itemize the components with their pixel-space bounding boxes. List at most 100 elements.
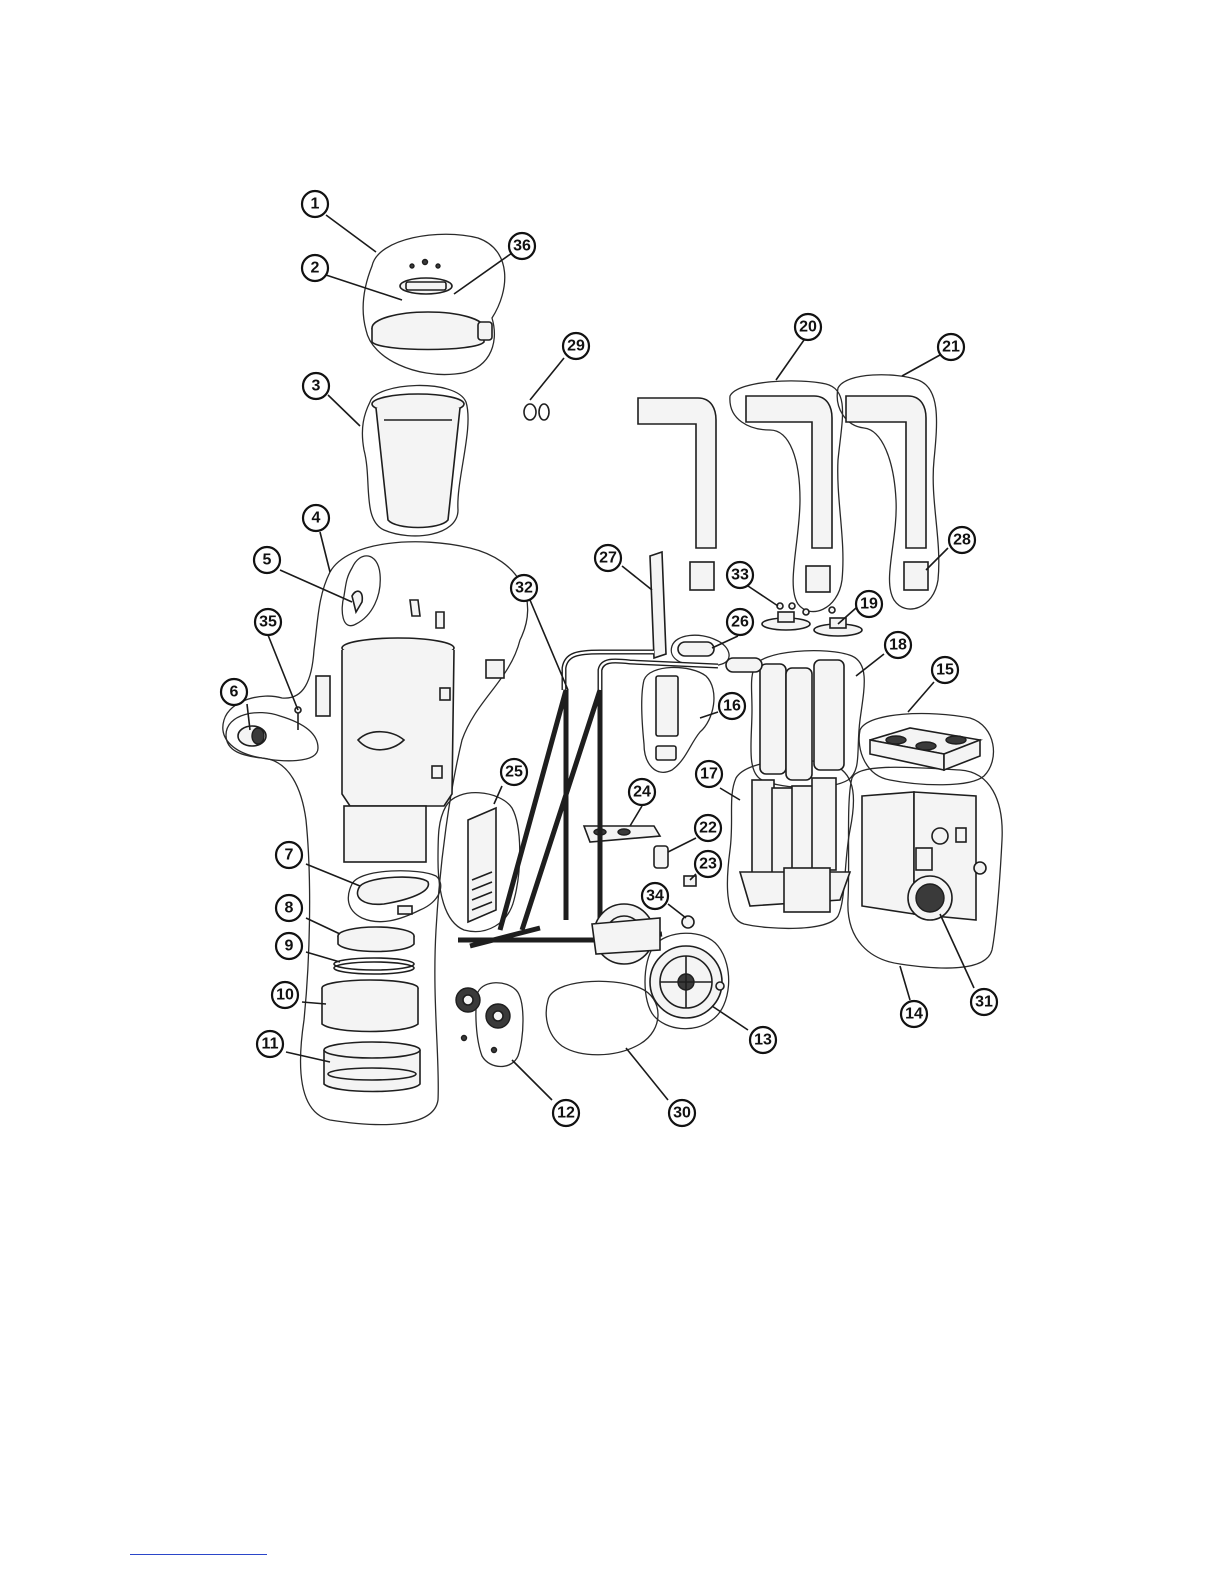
leader-7	[306, 864, 360, 886]
svg-text:1: 1	[311, 196, 320, 213]
leader-8	[306, 918, 340, 934]
callout-10: 10	[272, 982, 298, 1008]
part-tube-26	[678, 642, 762, 672]
svg-text:6: 6	[230, 684, 239, 701]
part-side-panel	[468, 808, 496, 922]
callout-23: 23	[695, 851, 721, 877]
callout-36: 36	[509, 233, 535, 259]
parts	[238, 260, 986, 1092]
leader-27	[622, 566, 652, 590]
leader-30	[626, 1048, 668, 1100]
part-fitting-22	[654, 846, 668, 868]
callout-17: 17	[696, 761, 722, 787]
callout-28: 28	[949, 527, 975, 553]
svg-text:9: 9	[285, 938, 294, 955]
part-lid-assembly	[372, 260, 492, 350]
leader-1	[326, 215, 376, 252]
callout-1: 1	[302, 191, 328, 217]
part-rings	[334, 927, 414, 974]
svg-text:10: 10	[276, 987, 294, 1004]
callout-3: 3	[303, 373, 329, 399]
callout-22: 22	[695, 815, 721, 841]
callout-35: 35	[255, 609, 281, 635]
svg-text:5: 5	[263, 552, 272, 569]
svg-text:3: 3	[312, 378, 321, 395]
leader-35	[268, 635, 298, 710]
svg-text:16: 16	[723, 698, 741, 715]
svg-text:7: 7	[285, 847, 294, 864]
svg-text:2: 2	[311, 260, 320, 277]
svg-text:21: 21	[942, 339, 960, 356]
part-bracket	[584, 826, 660, 842]
callout-12: 12	[553, 1100, 579, 1126]
callout-9: 9	[276, 933, 302, 959]
svg-text:22: 22	[699, 820, 717, 837]
svg-text:18: 18	[889, 637, 907, 654]
callout-2: 2	[302, 255, 328, 281]
callout-16: 16	[719, 693, 745, 719]
leader-16	[700, 712, 718, 718]
outline-group-5	[342, 556, 380, 626]
leader-29	[530, 358, 564, 400]
leader-4	[320, 532, 330, 572]
callout-24: 24	[629, 779, 655, 805]
leader-13	[712, 1006, 748, 1030]
callout-20: 20	[795, 314, 821, 340]
svg-text:34: 34	[646, 888, 664, 905]
part-filter-housing	[740, 778, 850, 912]
callout-29: 29	[563, 333, 589, 359]
svg-text:23: 23	[699, 856, 717, 873]
part-filter-cone	[372, 394, 464, 528]
leader-19	[838, 608, 856, 624]
part-cover	[656, 676, 678, 760]
callout-5: 5	[254, 547, 280, 573]
svg-text:30: 30	[673, 1105, 691, 1122]
svg-text:31: 31	[975, 994, 993, 1011]
part-strip-27	[650, 552, 666, 658]
leader-9	[306, 952, 340, 962]
svg-text:36: 36	[513, 238, 531, 255]
footer-link-underline[interactable]	[130, 1554, 267, 1556]
svg-text:17: 17	[700, 766, 718, 783]
leader-21	[902, 355, 940, 376]
leader-24	[630, 806, 642, 826]
part-plate	[357, 877, 428, 914]
svg-text:25: 25	[505, 764, 523, 781]
callout-4: 4	[303, 505, 329, 531]
callout-19: 19	[856, 591, 882, 617]
svg-text:32: 32	[515, 580, 533, 597]
svg-text:26: 26	[731, 614, 749, 631]
callout-31: 31	[971, 989, 997, 1015]
part-cart-frame	[458, 652, 718, 964]
part-inlet	[238, 726, 266, 746]
leader-28	[926, 548, 948, 570]
part-caps	[762, 603, 862, 636]
svg-text:27: 27	[599, 550, 617, 567]
callout-18: 18	[885, 632, 911, 658]
leader-3	[328, 395, 360, 426]
part-band	[322, 980, 418, 1032]
leader-36	[454, 253, 512, 294]
callout-21: 21	[938, 334, 964, 360]
svg-text:24: 24	[633, 784, 651, 801]
svg-text:35: 35	[259, 614, 277, 631]
callout-32: 32	[511, 575, 537, 601]
leader-31	[940, 914, 974, 988]
callout-33: 33	[727, 562, 753, 588]
callout-8: 8	[276, 895, 302, 921]
callout-34: 34	[642, 883, 668, 909]
leader-5	[280, 570, 352, 602]
part-screw	[295, 707, 301, 730]
leader-34	[668, 904, 686, 918]
leader-15	[908, 682, 934, 712]
part-clamps	[524, 404, 549, 420]
callout-30: 30	[669, 1100, 695, 1126]
leader-20	[776, 340, 804, 380]
svg-text:29: 29	[567, 338, 585, 355]
svg-text:8: 8	[285, 900, 294, 917]
leader-22	[668, 838, 696, 852]
callout-6: 6	[221, 679, 247, 705]
svg-text:11: 11	[262, 1036, 279, 1053]
part-power-head	[862, 792, 986, 920]
svg-text:15: 15	[936, 662, 954, 679]
